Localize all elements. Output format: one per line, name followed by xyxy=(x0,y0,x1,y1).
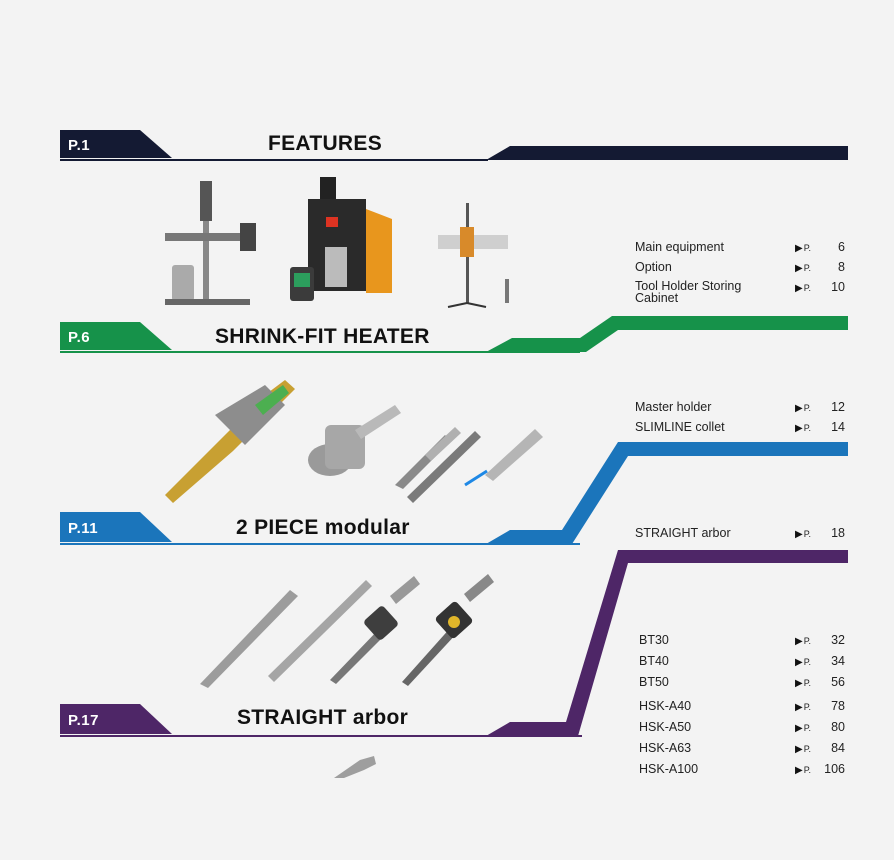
arrow-right-icon: ▶ xyxy=(795,243,803,254)
toc-row[interactable]: Main equipment ▶P.6 xyxy=(635,240,845,254)
features-band xyxy=(60,130,848,161)
toc-row[interactable]: HSK-A40 ▶P.78 xyxy=(639,699,845,713)
toc-row[interactable]: Master holder ▶P.12 xyxy=(635,400,845,414)
toc-row[interactable]: BT30 ▶P.32 xyxy=(639,633,845,647)
toc-straight: BT30 ▶P.32 BT40 ▶P.34 BT50 ▶P.56 HSK-A40… xyxy=(639,633,845,783)
shrink-fit-band xyxy=(60,316,848,353)
arrow-right-icon: ▶ xyxy=(795,636,803,647)
page-tag-straight: P.17 xyxy=(68,712,99,729)
straight-arbor-icon xyxy=(334,756,376,778)
arrow-right-icon: ▶ xyxy=(795,657,803,668)
page-tag-features: P.1 xyxy=(68,137,91,154)
section-title-features: FEATURES xyxy=(268,132,383,155)
toc-label: STRAIGHT arbor xyxy=(635,526,731,540)
arrow-right-icon: ▶ xyxy=(795,529,803,540)
toc-label: HSK-A40 xyxy=(639,699,692,713)
toc-label: HSK-A50 xyxy=(639,720,692,734)
holder-collet-icon xyxy=(165,380,543,503)
page-tag-modular: P.11 xyxy=(68,520,99,537)
toc-row[interactable]: HSK-A63 ▶P.84 xyxy=(639,741,845,755)
toc-label: BT30 xyxy=(639,633,669,647)
toc-row[interactable]: SLIMLINE collet ▶P.14 xyxy=(635,420,845,434)
toc-shrink-fit: Master holder ▶P.12 SLIMLINE collet ▶P.1… xyxy=(635,400,845,440)
toc-row[interactable]: BT40 ▶P.34 xyxy=(639,654,845,668)
toc-row[interactable]: Tool Holder Storing Cabinet ▶P.10 xyxy=(635,279,845,305)
toc-row[interactable]: BT50 ▶P.56 xyxy=(639,675,845,689)
section-title-shrink-fit: SHRINK-FIT HEATER xyxy=(215,325,430,348)
arrow-right-icon: ▶ xyxy=(795,283,803,294)
toc-label: HSK-A100 xyxy=(639,762,699,776)
toc-label: HSK-A63 xyxy=(639,741,692,755)
tool-holder-icon xyxy=(200,574,494,688)
straight-band xyxy=(60,550,848,737)
arrow-right-icon: ▶ xyxy=(795,765,803,776)
toc-label: Main equipment xyxy=(635,240,724,254)
toc-row[interactable]: Option ▶P.8 xyxy=(635,260,845,274)
toc-modular: STRAIGHT arbor ▶P.18 xyxy=(635,526,845,546)
toc-label: BT50 xyxy=(639,675,669,689)
machine-equipment-icon xyxy=(165,177,509,308)
toc-row[interactable]: HSK-A50 ▶P.80 xyxy=(639,720,845,734)
section-title-modular: 2 PIECE modular xyxy=(236,516,410,539)
arrow-right-icon: ▶ xyxy=(795,403,803,414)
toc-row[interactable]: STRAIGHT arbor ▶P.18 xyxy=(635,526,845,540)
page-tag-shrink-fit: P.6 xyxy=(68,329,91,346)
toc-features: Main equipment ▶P.6 Option ▶P.8 Tool Hol… xyxy=(635,240,845,306)
arrow-right-icon: ▶ xyxy=(795,744,803,755)
toc-label: BT40 xyxy=(639,654,669,668)
arrow-right-icon: ▶ xyxy=(795,678,803,689)
arrow-right-icon: ▶ xyxy=(795,702,803,713)
toc-label: Tool Holder Storing Cabinet xyxy=(635,279,742,305)
toc-label: Option xyxy=(635,260,672,274)
arrow-right-icon: ▶ xyxy=(795,423,803,434)
toc-label: SLIMLINE collet xyxy=(635,420,725,434)
modular-band xyxy=(60,442,848,545)
arrow-right-icon: ▶ xyxy=(795,263,803,274)
section-title-straight: STRAIGHT arbor xyxy=(237,706,409,729)
toc-label: Master holder xyxy=(635,400,712,414)
toc-row[interactable]: HSK-A100 ▶P.106 xyxy=(639,762,845,776)
arrow-right-icon: ▶ xyxy=(795,723,803,734)
